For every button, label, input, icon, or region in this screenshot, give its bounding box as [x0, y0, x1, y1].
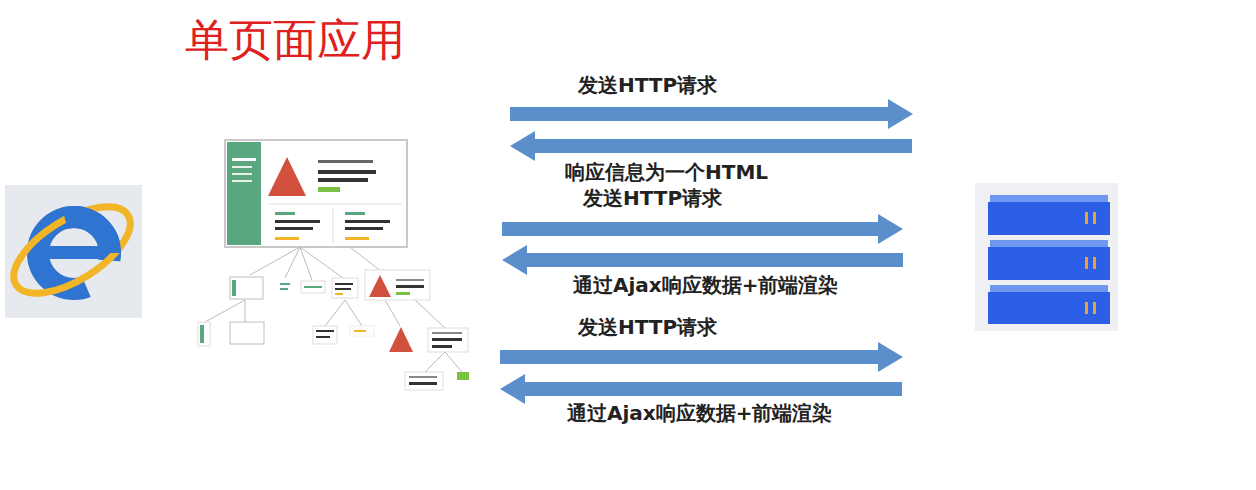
tree-box [365, 270, 430, 300]
tree-mark [432, 338, 462, 341]
tree-mark [335, 283, 353, 285]
tree-mark [280, 288, 288, 290]
page-stars [345, 237, 369, 240]
tree-mark [232, 280, 236, 296]
page-title: 单页面应用 [185, 14, 405, 66]
tree-box [230, 277, 263, 299]
tree-mark [354, 330, 366, 332]
tree-mark [304, 286, 322, 288]
page-line [275, 212, 295, 215]
page-line [345, 227, 383, 230]
arrow-label: 发送HTTP请求 [583, 185, 722, 211]
tree-mark [396, 285, 424, 288]
page-button [318, 187, 340, 192]
tree-box [198, 322, 210, 346]
request-arrow [510, 99, 913, 129]
page-divider [333, 208, 334, 243]
server-ground [975, 183, 1118, 331]
page-sidebar [227, 142, 261, 245]
tree-box [350, 326, 374, 336]
tree-box [428, 328, 468, 352]
tree-box [301, 281, 325, 293]
server-unit [988, 292, 1110, 324]
page-line [318, 178, 368, 182]
browser-icon [0, 185, 144, 318]
tree-mark [396, 279, 424, 281]
server-lights [1085, 212, 1096, 314]
page-line [318, 170, 376, 174]
tree-mark [432, 345, 452, 348]
server-unit [988, 247, 1110, 280]
arrow-label: 发送HTTP请求 [578, 72, 717, 98]
tree-mark [280, 283, 290, 285]
tree-mark [409, 376, 437, 378]
response-arrow [502, 245, 903, 275]
page-line [318, 160, 373, 163]
response-arrow [500, 374, 902, 404]
tree-mark [200, 325, 204, 343]
server-top [990, 285, 1108, 292]
tree-box [230, 322, 264, 344]
tree-triangle [369, 275, 391, 297]
page-divider [268, 204, 402, 205]
server-top [990, 240, 1108, 247]
server-icon [975, 183, 1118, 331]
sidebar-line [232, 158, 256, 161]
page-line [275, 220, 320, 223]
arrow-label: 通过Ajax响应数据+前端渲染 [567, 400, 833, 426]
flow-arrows [500, 99, 913, 404]
page-line [345, 212, 365, 215]
tree-lines [205, 247, 462, 372]
tree-box [278, 280, 292, 294]
request-arrow [500, 342, 903, 372]
tree-box [332, 278, 358, 298]
arrow-label: 响应信息为一个HTML [565, 159, 768, 185]
page-stars [275, 237, 299, 240]
tree-mark [457, 372, 469, 380]
tree-mark [432, 332, 462, 334]
response-arrow [510, 131, 912, 161]
tree-mark [335, 288, 351, 290]
tree-box [313, 326, 337, 344]
tree-mark [316, 336, 330, 338]
page-illustration [198, 140, 469, 390]
arrow-label: 通过Ajax响应数据+前端渲染 [573, 272, 839, 298]
tree-triangle [389, 327, 413, 352]
tree-mark [409, 382, 437, 385]
icon-ring-front [38, 217, 110, 289]
server-unit [988, 202, 1110, 235]
page-line [275, 227, 313, 230]
tree-box [405, 372, 443, 390]
tree-mark [396, 292, 410, 295]
page-frame [225, 140, 407, 247]
tree-mark [316, 330, 334, 332]
tree-mark [335, 293, 343, 295]
arrow-label: 发送HTTP请求 [578, 314, 717, 340]
request-arrow [502, 214, 903, 244]
sidebar-line [232, 180, 252, 182]
sidebar-line [232, 166, 252, 168]
page-triangle [268, 157, 306, 196]
page-line [345, 220, 390, 223]
sidebar-line [232, 173, 252, 175]
icon-orbit [0, 190, 144, 311]
server-top [990, 195, 1108, 202]
